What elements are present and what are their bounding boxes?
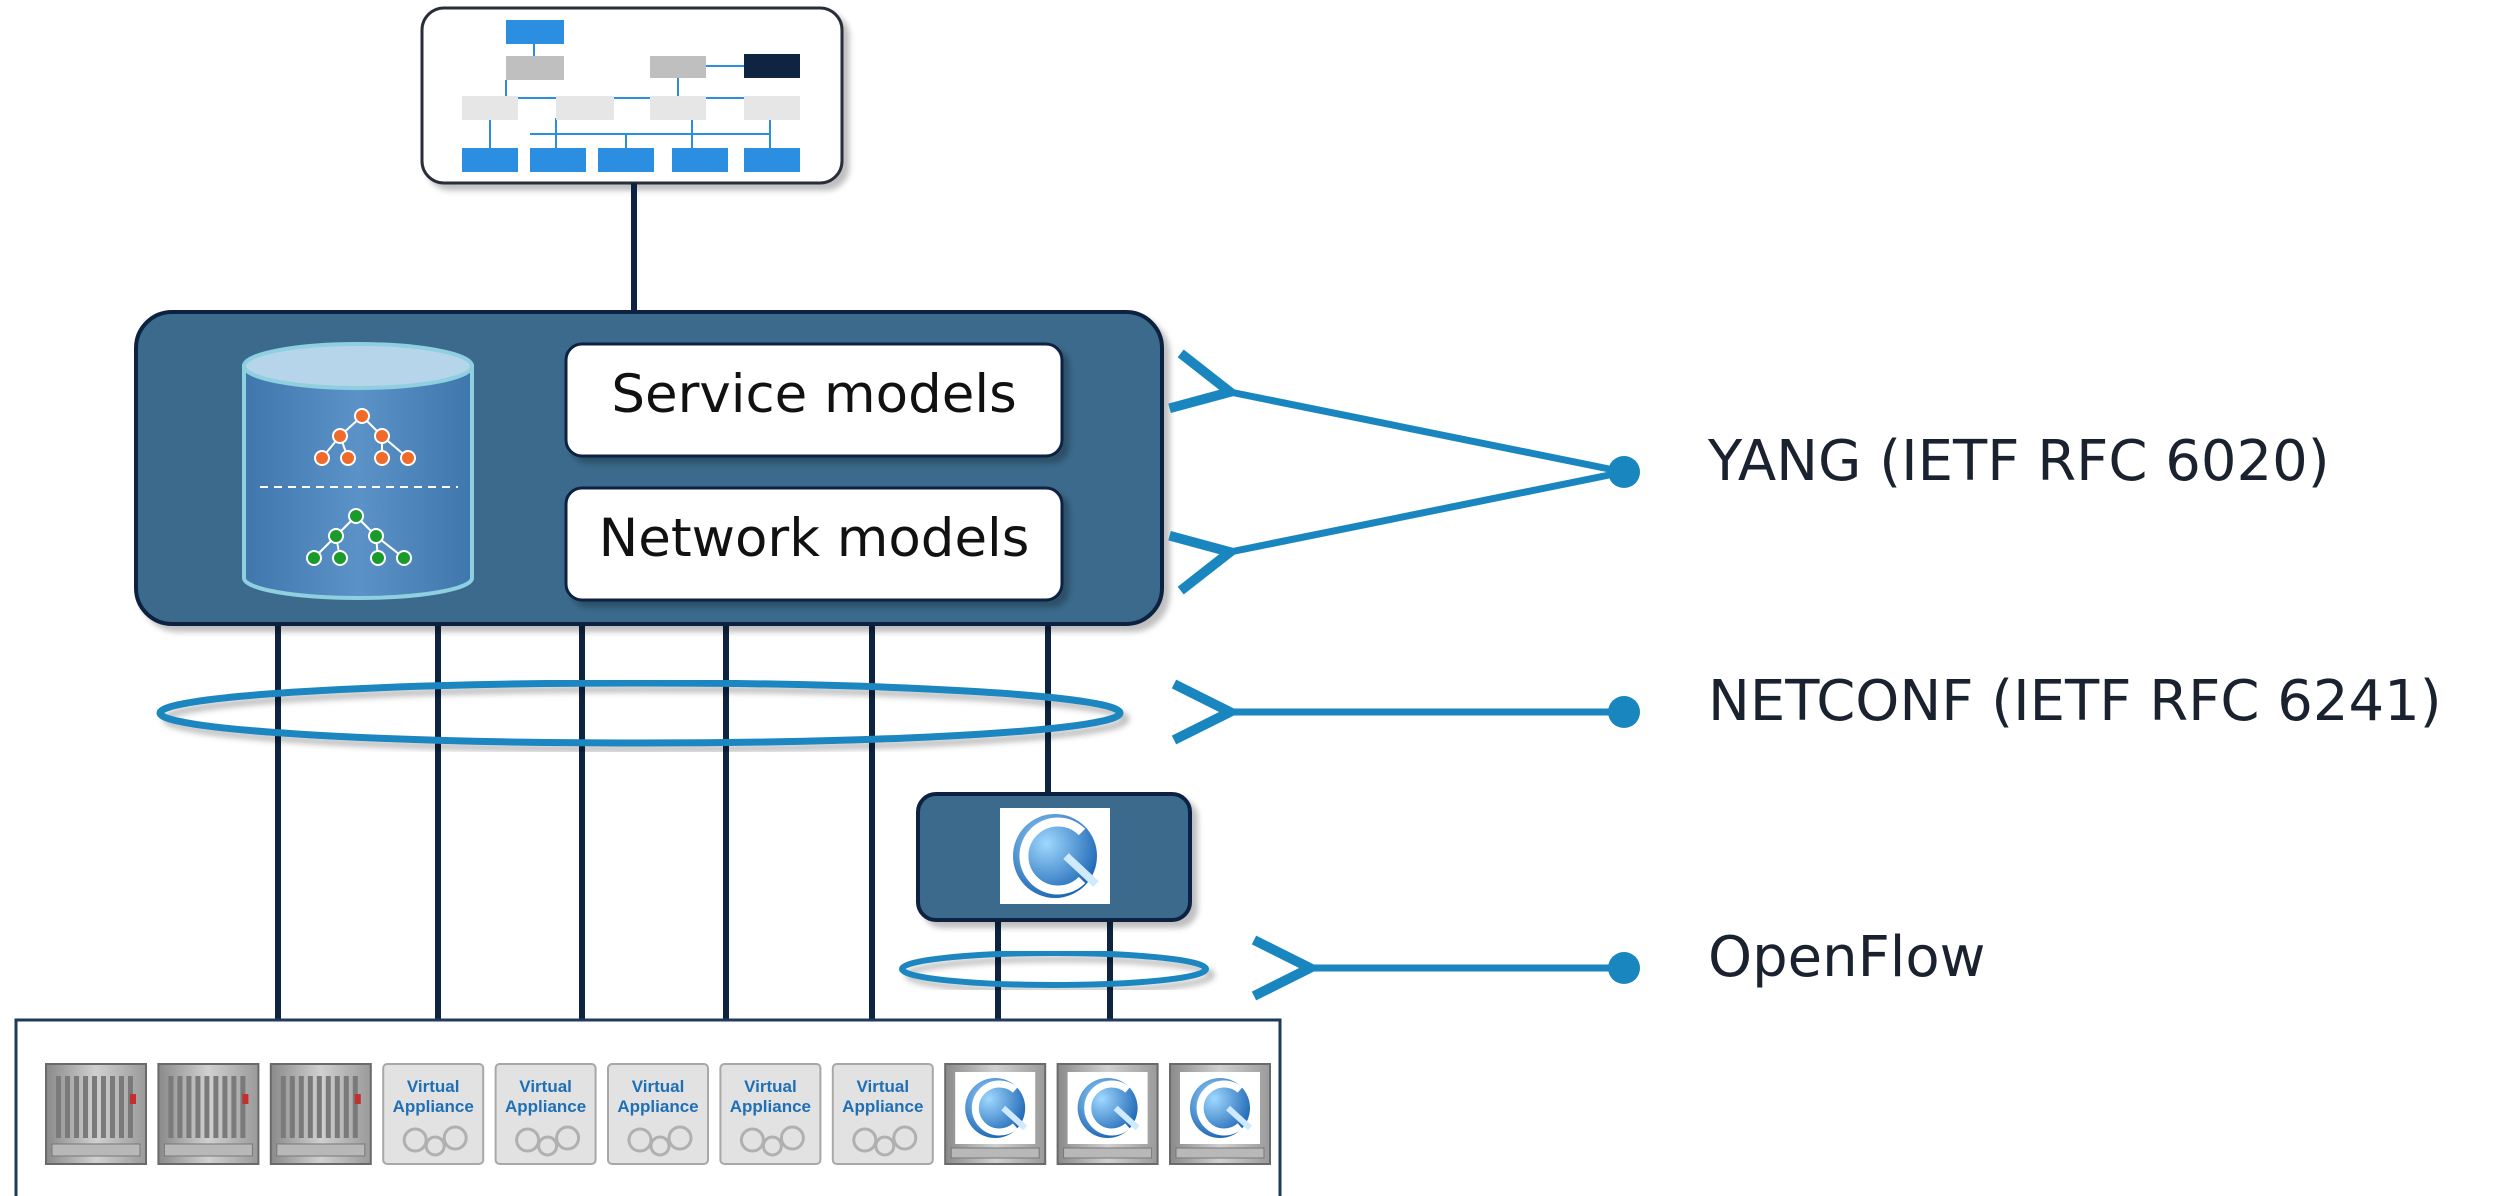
openflow-switch-device bbox=[1169, 1063, 1271, 1165]
gears-icon bbox=[402, 1125, 468, 1157]
yang-annotation: YANG (IETF RFC 6020) bbox=[1230, 392, 2330, 552]
openflow-ring bbox=[899, 950, 1209, 988]
netconf-annotation: NETCONF (IETF RFC 6241) bbox=[1230, 669, 2442, 734]
netconf-label: NETCONF (IETF RFC 6241) bbox=[1708, 669, 2442, 734]
openflow-anchor-dot bbox=[1608, 952, 1640, 984]
topology-tree-nodes bbox=[462, 20, 800, 172]
openflow-logo-icon bbox=[965, 1078, 1028, 1138]
netconf-ring bbox=[156, 679, 1124, 747]
yang-anchor-dot bbox=[1608, 456, 1640, 488]
openflow-controller bbox=[916, 792, 1192, 922]
hardware-chassis-device bbox=[269, 1063, 372, 1165]
yang-arrow-service bbox=[1230, 392, 1625, 476]
gears-icon bbox=[739, 1125, 805, 1157]
virtual-appliance-line2: Appliance bbox=[617, 1097, 698, 1116]
openflow-logo-icon bbox=[1077, 1078, 1140, 1138]
netconf-anchor-dot bbox=[1608, 696, 1640, 728]
orchestration-controller: Service models Network models bbox=[134, 310, 1164, 626]
hardware-chassis-device bbox=[45, 1063, 147, 1165]
virtual-appliance-line1: Virtual bbox=[407, 1077, 460, 1096]
openflow-logo-icon bbox=[1000, 808, 1110, 904]
gears-icon bbox=[627, 1125, 693, 1157]
network-models-box: Network models bbox=[564, 486, 1064, 602]
network-models-label: Network models bbox=[599, 508, 1030, 569]
virtual-appliance-line1: Virtual bbox=[857, 1077, 910, 1096]
model-datastore-icon bbox=[242, 342, 474, 600]
service-models-label: Service models bbox=[611, 364, 1016, 425]
service-model-tree-icon bbox=[314, 408, 416, 466]
openflow-label: OpenFlow bbox=[1708, 925, 1985, 990]
hardware-chassis-device bbox=[157, 1063, 260, 1165]
virtual-appliance-line1: Virtual bbox=[519, 1077, 572, 1096]
virtual-appliance-line1: Virtual bbox=[744, 1077, 797, 1096]
openflow-logo-icon bbox=[1190, 1078, 1253, 1138]
openflow-annotation: OpenFlow bbox=[1310, 925, 1985, 990]
network-model-tree-icon bbox=[306, 508, 412, 566]
yang-arrow-network bbox=[1230, 468, 1625, 552]
yang-label: YANG (IETF RFC 6020) bbox=[1707, 429, 2330, 494]
virtual-appliance-line2: Appliance bbox=[730, 1097, 811, 1116]
virtual-appliance-line2: Appliance bbox=[393, 1097, 474, 1116]
service-models-box: Service models bbox=[564, 342, 1064, 458]
openflow-switch-device bbox=[944, 1063, 1047, 1165]
virtual-appliance-line1: Virtual bbox=[632, 1077, 685, 1096]
virtual-appliance-line2: Appliance bbox=[505, 1097, 586, 1116]
gears-icon bbox=[852, 1125, 918, 1157]
device-rack: VirtualApplianceVirtualApplianceVirtualA… bbox=[14, 1018, 1282, 1196]
openflow-switch-device bbox=[1056, 1063, 1159, 1165]
virtual-appliance-line2: Appliance bbox=[842, 1097, 923, 1116]
gears-icon bbox=[515, 1125, 581, 1157]
topology-app-window bbox=[420, 6, 844, 185]
